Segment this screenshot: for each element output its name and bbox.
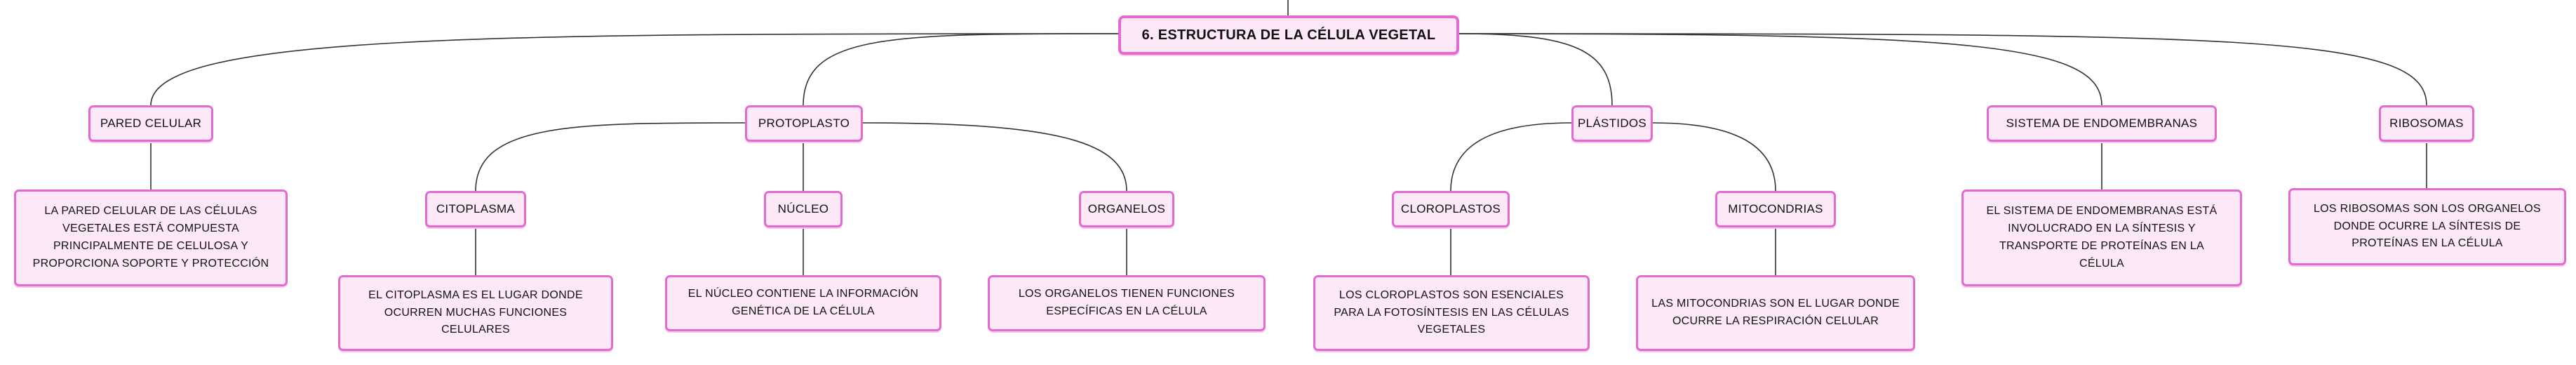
description-citoplasma[interactable]: EL CITOPLASMA ES EL LUGAR DONDE OCURREN … xyxy=(338,275,613,351)
root-node[interactable]: 6. ESTRUCTURA DE LA CÉLULA VEGETAL xyxy=(1118,15,1459,55)
description-ribosomas[interactable]: LOS RIBOSOMAS SON LOS ORGANELOS DONDE OC… xyxy=(2288,188,2566,265)
connector-plastidos-mitocondrias xyxy=(1652,122,1776,192)
node-organelos[interactable]: ORGANELOS xyxy=(1079,191,1174,227)
connector-root-protoplasto xyxy=(803,33,1119,106)
branch-plastidos[interactable]: PLÁSTIDOS xyxy=(1571,105,1653,142)
connector-protoplasto-citoplasma xyxy=(475,122,746,192)
node-mitocondrias[interactable]: MITOCONDRIAS xyxy=(1715,191,1836,227)
description-mitocondrias[interactable]: LAS MITOCONDRIAS SON EL LUGAR DONDE OCUR… xyxy=(1636,275,1915,351)
branch-ribosomas[interactable]: RIBOSOMAS xyxy=(2379,105,2474,142)
description-pared-celular[interactable]: LA PARED CELULAR DE LAS CÉLULAS VEGETALE… xyxy=(14,190,288,286)
node-nucleo[interactable]: NÚCLEO xyxy=(764,191,843,227)
branch-protoplasto[interactable]: PROTOPLASTO xyxy=(745,105,863,142)
description-cloroplastos[interactable]: LOS CLOROPLASTOS SON ESENCIALES PARA LA … xyxy=(1313,275,1590,351)
description-sistema-endomembranas[interactable]: EL SISTEMA DE ENDOMEMBRANAS ESTÁ INVOLUC… xyxy=(1961,190,2242,286)
description-organelos[interactable]: LOS ORGANELOS TIENEN FUNCIONES ESPECÍFIC… xyxy=(988,275,1266,331)
connector-protoplasto-organelos xyxy=(862,122,1127,192)
description-nucleo[interactable]: EL NÚCLEO CONTIENE LA INFORMACIÓN GENÉTI… xyxy=(665,275,941,331)
connector-root-plastidos xyxy=(1458,33,1613,106)
connector-root-endomembranas xyxy=(1458,33,2102,106)
connector-root-ribosomas xyxy=(1458,33,2427,106)
branch-sistema-endomembranas[interactable]: SISTEMA DE ENDOMEMBRANAS xyxy=(1987,105,2217,142)
connector-root-pared xyxy=(150,33,1119,106)
connector-plastidos-cloroplastos xyxy=(1450,122,1572,192)
branch-pared-celular[interactable]: PARED CELULAR xyxy=(88,105,213,142)
node-cloroplastos[interactable]: CLOROPLASTOS xyxy=(1392,191,1510,227)
node-citoplasma[interactable]: CITOPLASMA xyxy=(425,191,526,227)
